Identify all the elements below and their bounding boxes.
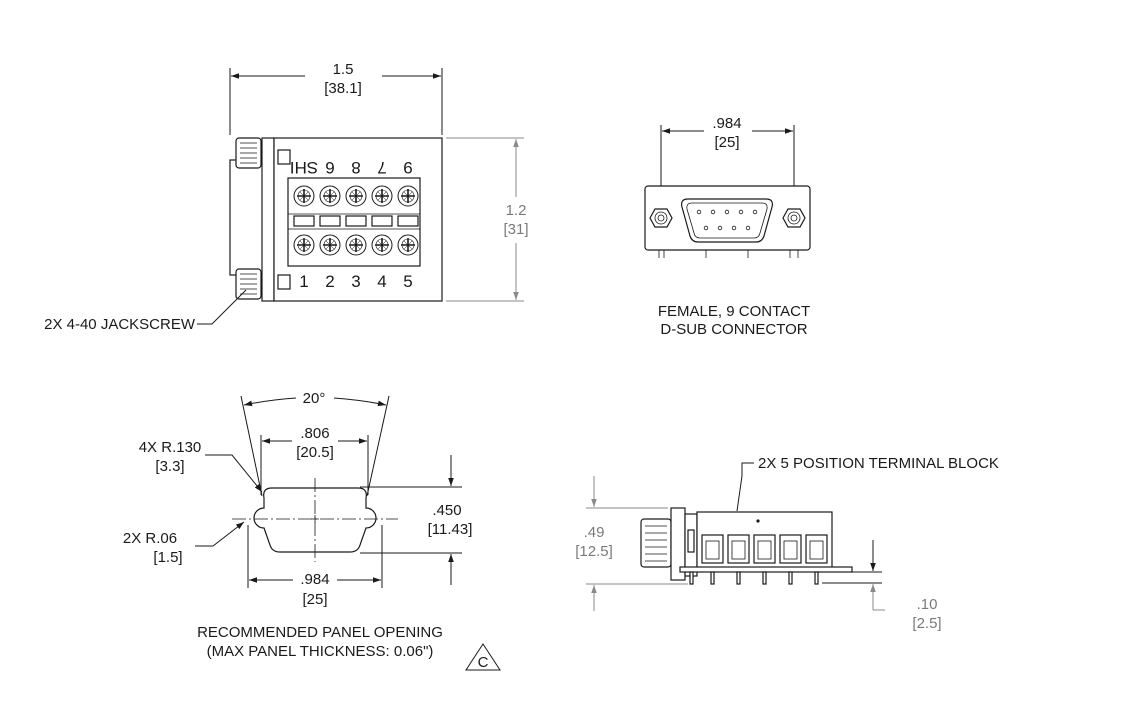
pin-length-inch-label: .10: [917, 596, 938, 613]
height-mm-label: [31]: [503, 221, 528, 238]
terminal-screw-icon: [371, 185, 393, 207]
revision-letter: C: [478, 654, 489, 671]
leader-line: [205, 454, 263, 493]
hole-radius-note: 2X R.06: [123, 530, 177, 547]
dsub-shell-outline: [681, 198, 773, 243]
pin-label: 4: [377, 272, 386, 291]
terminal-screw-icon: [371, 234, 393, 256]
terminal-screw-icon: [293, 234, 315, 256]
connector-caption-line2: D-SUB CONNECTOR: [660, 321, 807, 338]
hole-spacing-mm-label: [25]: [302, 591, 327, 608]
side-pcb: [679, 566, 853, 573]
wire-entry: [293, 215, 315, 227]
contact-holes: [696, 209, 758, 231]
width-inch-label: 1.5: [333, 61, 354, 78]
terminal-screw-icon: [293, 185, 315, 207]
opening-height-mm-label: [11.43]: [428, 521, 473, 538]
mounting-flange: [261, 137, 275, 302]
terminal-screw-icon: [397, 234, 419, 256]
pin-label: 1: [299, 272, 308, 291]
pin-label: 7: [377, 158, 386, 177]
angle-label: 20°: [303, 390, 326, 407]
corner-radius-note: 4X R.130: [139, 439, 202, 456]
connector-caption-line1: FEMALE, 9 CONTACT: [658, 303, 810, 320]
side-slot: [687, 529, 695, 553]
terminal-screw-icon: [345, 185, 367, 207]
pin-label: 8: [351, 158, 360, 177]
side-pins: [689, 571, 819, 585]
pin-label: 5: [403, 272, 412, 291]
pin-label: 3: [351, 272, 360, 291]
side-height-inch-label: .49: [584, 524, 605, 541]
side-view: 2X 5 POSITION TERMINAL BLOCK .49 [12.5] …: [575, 455, 999, 632]
spacing-mm-label: [25]: [714, 134, 739, 151]
jackscrew-note: 2X 4-40 JACKSCREW: [44, 316, 196, 333]
corner-radius-mm: [3.3]: [155, 458, 184, 475]
pin-label: 6: [325, 158, 334, 177]
terminal-screw-icon: [319, 234, 341, 256]
wire-entry: [345, 215, 367, 227]
revision-triangle: C: [465, 643, 501, 671]
terminal-block-note: 2X 5 POSITION TERMINAL BLOCK: [758, 455, 999, 472]
side-height-mm-label: [12.5]: [575, 543, 613, 560]
hex-nut-left: [649, 208, 673, 228]
wire-entry: [397, 215, 419, 227]
leader-line: [195, 521, 245, 547]
wire-entry: [319, 215, 341, 227]
connector-view: .984 [25] FEMALE, 9 CONTACT D-SUB CONNEC…: [644, 115, 811, 338]
leader-line: [736, 462, 754, 512]
board-tab: [277, 149, 291, 165]
pin-label-shield: SHI: [290, 158, 318, 177]
pin-length-mm-label: [2.5]: [912, 615, 941, 632]
pin-label: 2: [325, 272, 334, 291]
spacing-inch-label: .984: [712, 115, 741, 132]
opening-height-inch-label: .450: [432, 502, 461, 519]
terminal-screw-icon: [345, 234, 367, 256]
terminal-screw-icon: [397, 185, 419, 207]
board-tab: [277, 274, 291, 290]
hex-nut-right: [782, 208, 806, 228]
panel-caption-line2: (MAX PANEL THICKNESS: 0.06"): [207, 643, 434, 660]
dsub-shell: [229, 159, 266, 276]
hole-spacing-inch-label: .984: [300, 571, 329, 588]
pin-label: 9: [403, 158, 412, 177]
inner-width-mm-label: [20.5]: [296, 444, 334, 461]
side-terminal-openings: [701, 534, 828, 564]
hole-radius-mm: [1.5]: [153, 549, 182, 566]
leader-line: [197, 289, 247, 325]
terminal-screw-icon: [319, 185, 341, 207]
height-inch-label: 1.2: [506, 202, 527, 219]
panel-caption-line1: RECOMMENDED PANEL OPENING: [197, 624, 443, 641]
wire-entry: [371, 215, 393, 227]
panel-opening-view: 20° .806 [20.5] .450 [11.43] .984 [25] 4…: [123, 390, 472, 660]
width-mm-label: [38.1]: [324, 80, 362, 97]
inner-width-inch-label: .806: [300, 425, 329, 442]
top-view: 1.5 [38.1] SHI 6: [44, 61, 528, 333]
